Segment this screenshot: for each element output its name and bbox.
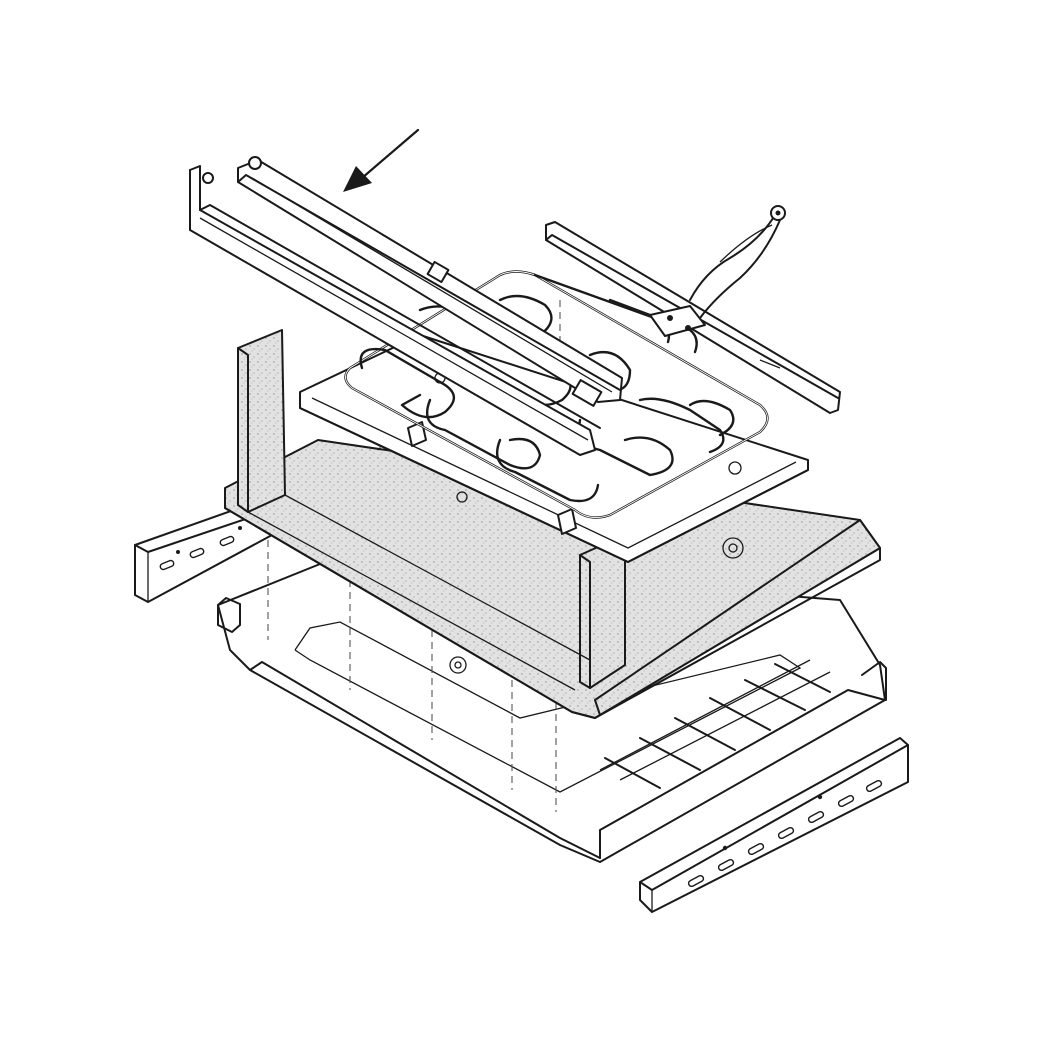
right-wire-bracket	[545, 221, 841, 414]
bracket-slots	[687, 779, 883, 888]
panel-ribs	[599, 659, 831, 789]
arrow-icon	[343, 128, 420, 192]
heat-shield-bracket	[189, 165, 601, 456]
lead-wires	[689, 205, 786, 319]
element-tray	[299, 334, 809, 563]
front-rail-bracket	[639, 737, 909, 913]
element-retainer-rail	[237, 156, 623, 407]
